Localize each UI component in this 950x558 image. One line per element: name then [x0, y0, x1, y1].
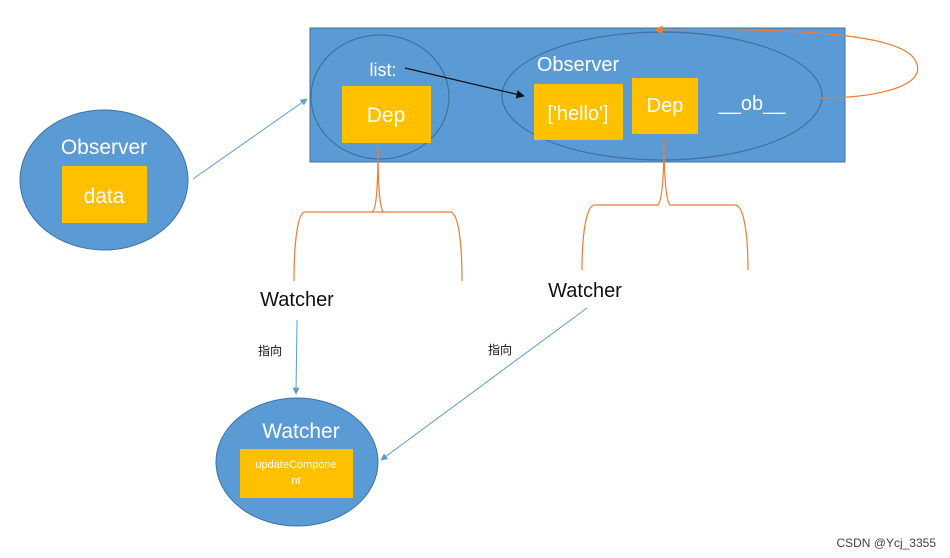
- right-watcher-arrow: [380, 307, 588, 461]
- array-value-label: ['hello']: [547, 103, 608, 125]
- data-to-list-arrow: [192, 98, 308, 180]
- left-dep-brace-stem: [377, 146, 384, 213]
- list-label: list:: [370, 60, 397, 80]
- update-component-line2: nt: [291, 475, 300, 487]
- ob-back-reference-arrow: [654, 25, 919, 99]
- left-watcher-arrow: [292, 319, 300, 395]
- inner-observer-title: Observer: [537, 54, 620, 76]
- watermark: CSDN @Ycj_3355: [836, 536, 936, 550]
- left-dep-brace: [293, 146, 463, 282]
- observer-data-title: Observer: [61, 136, 147, 159]
- list-dep-label: Dep: [367, 104, 406, 127]
- observer-data-node: Observer data: [19, 109, 189, 251]
- watcher-node: Watcher updateCompone nt: [215, 397, 379, 527]
- list-to-array-arrow: [404, 67, 525, 99]
- inner-dep-box: [632, 78, 698, 134]
- inner-observer-node: Observer ['hello'] Dep __ob__: [501, 31, 823, 161]
- list-property-node: list: Dep: [310, 34, 450, 160]
- inner-dep-label: Dep: [647, 95, 684, 117]
- data-box: [62, 166, 147, 223]
- data-box-label: data: [84, 185, 125, 208]
- right-watcher-label: Watcher: [548, 280, 622, 302]
- right-dep-brace: [581, 137, 749, 271]
- array-value-box: [534, 84, 623, 140]
- ob-label: __ob__: [718, 93, 787, 115]
- left-pointer-label: 指向: [258, 343, 282, 358]
- update-component-line1: updateCompone: [255, 459, 336, 471]
- right-pointer-label: 指向: [488, 342, 512, 357]
- left-watcher-label: Watcher: [260, 289, 334, 311]
- watcher-node-title: Watcher: [262, 420, 339, 443]
- list-dep-box: [342, 86, 431, 143]
- update-component-box: [240, 449, 353, 498]
